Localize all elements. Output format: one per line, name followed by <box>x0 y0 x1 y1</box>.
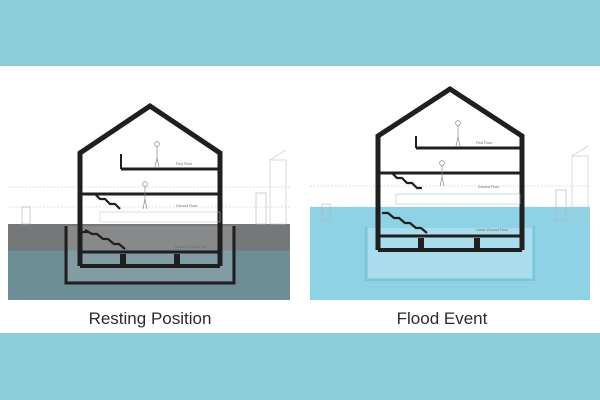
level-label: Ground Floor <box>478 185 500 189</box>
neighbour-outline <box>269 159 287 225</box>
basement-dock <box>64 226 236 285</box>
resting-position-section: First Floor Ground Floor Lower Ground Fl… <box>8 102 290 300</box>
flood-event-section: First Floor Ground Floor Lower Ground Fl… <box>310 86 590 300</box>
house-structure-floating: First Floor Ground Floor Lower Ground Fl… <box>375 86 525 252</box>
stair-upper <box>391 172 422 190</box>
level-label: First Floor <box>176 162 193 166</box>
side-wall-left <box>21 206 31 225</box>
bottom-color-band <box>0 333 600 400</box>
human-figure <box>142 181 148 210</box>
stair-lower <box>382 211 428 234</box>
neighbour-outline <box>571 155 589 221</box>
level-label: Lower Ground Floor <box>476 228 509 232</box>
raft-pier <box>120 254 126 265</box>
caption-flood-event: Flood Event <box>396 309 488 328</box>
level-label: First Floor <box>476 141 493 145</box>
human-figure <box>455 120 461 147</box>
human-figure <box>439 160 445 187</box>
house-shell <box>77 102 223 266</box>
level-label: Lower Ground Floor <box>175 245 208 249</box>
basement-dock-flooded <box>365 226 535 281</box>
side-wall-right <box>555 189 567 221</box>
level-label: Ground Floor <box>176 204 198 208</box>
top-color-band <box>0 0 600 66</box>
neighbour-roof <box>571 145 589 157</box>
stair-upper <box>94 193 121 210</box>
caption-resting-position: Resting Position <box>88 309 212 328</box>
human-figure <box>154 141 160 168</box>
side-wall-right <box>255 192 267 225</box>
raft-pier <box>418 238 424 249</box>
raft-pier <box>174 254 180 265</box>
side-wall-left <box>321 203 331 221</box>
house-shell <box>375 86 525 250</box>
house-structure: First Floor Ground Floor Lower Ground Fl… <box>77 102 223 268</box>
stair-lower <box>84 229 126 250</box>
ground-floor-joists <box>99 211 221 223</box>
neighbour-roof <box>269 149 287 161</box>
groundwater <box>8 250 290 300</box>
raft-pier <box>474 238 480 249</box>
section-diagrams: First Floor Ground Floor Lower Ground Fl… <box>8 86 590 300</box>
ground-floor-joists <box>395 193 521 205</box>
